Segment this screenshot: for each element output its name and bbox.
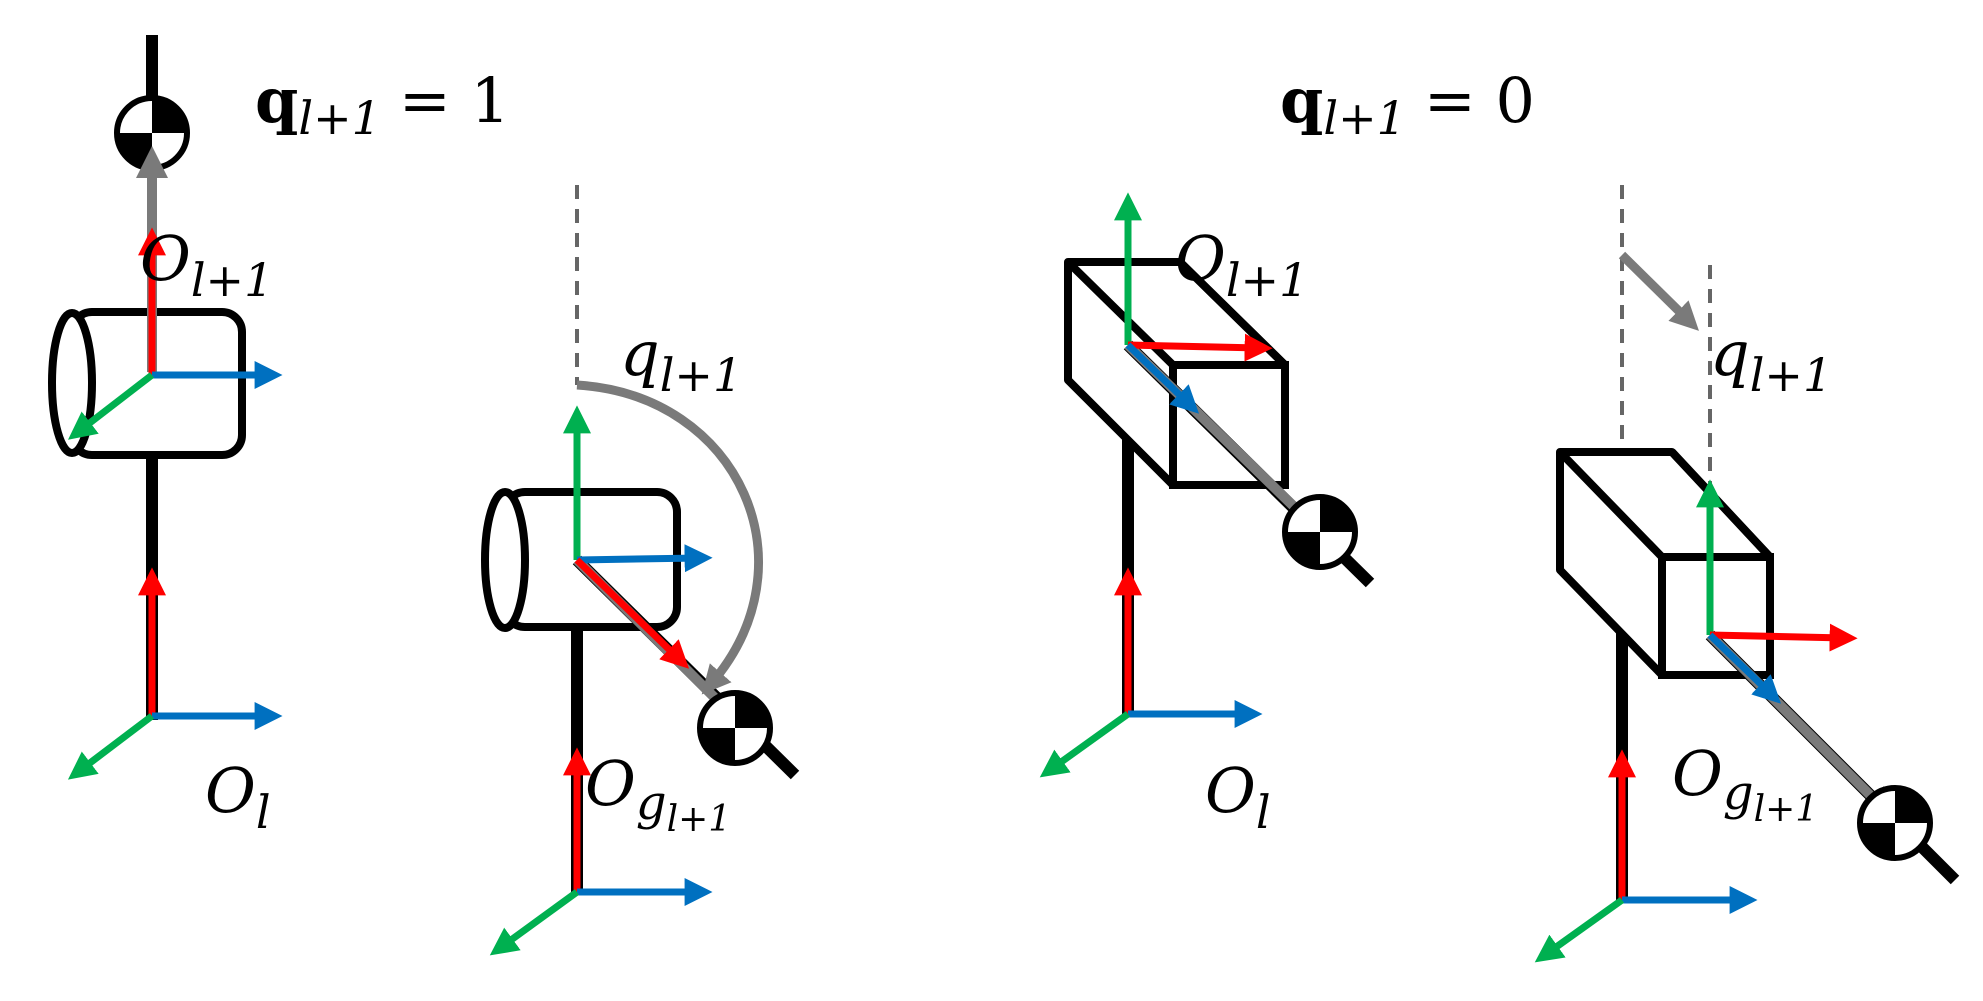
frame-top-axes (1114, 192, 1273, 414)
revolute-upright-link (48, 35, 283, 780)
frame-top-axes (1696, 479, 1858, 704)
revolute-rotated-link (481, 185, 800, 956)
frame-base-axes (489, 747, 713, 956)
frame-label-o-l: Ol (1205, 754, 1271, 839)
goal-frame-label: Ogl+1 (1672, 737, 1818, 830)
frame-top-axes (563, 405, 713, 669)
prismatic-link-1 (1039, 192, 1375, 778)
center-of-mass-icon (1282, 494, 1358, 570)
goal-frame-label: Ogl+1 (585, 747, 731, 840)
prismatic-link-2 (1534, 185, 1960, 963)
center-of-mass-icon (697, 690, 773, 766)
frame-label-o-l: Ol (205, 754, 271, 839)
center-of-mass-icon (1857, 785, 1933, 861)
joint-angle-arc (576, 380, 763, 695)
joint-offset-label: ql+1 (1710, 317, 1832, 402)
prismatic-joint-box (1556, 448, 1774, 679)
joint-offset-arrow (1618, 251, 1699, 331)
frame-label-o-l-plus-1: Ol+1 (140, 222, 273, 307)
frame-top-axes (68, 227, 283, 440)
frame-base-axes (67, 567, 283, 780)
prismatic-joint-box (1064, 258, 1289, 489)
frame-label-o-l-plus-1: Ol+1 (1175, 222, 1308, 307)
joint-angle-label: ql+1 (620, 317, 742, 402)
frame-base-axes (1039, 567, 1263, 778)
frame-base-axes (1534, 749, 1758, 963)
center-of-mass-icon (114, 95, 190, 171)
heading-q-equals-1: ql+1= 1 (255, 64, 510, 145)
heading-q-equals-0: ql+1= 0 (1280, 64, 1535, 145)
